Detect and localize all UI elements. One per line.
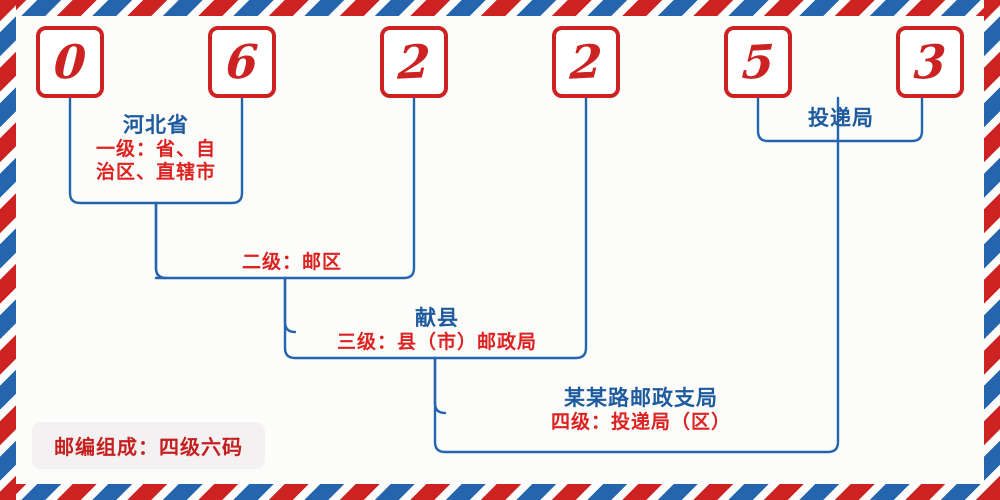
level-1-desc-line-1: 一级：省、自 — [95, 137, 216, 160]
airmail-border-top — [0, 0, 1000, 16]
level-1-info: 河北省 一级：省、自 治区、直辖市 — [70, 112, 242, 184]
level-3-desc-line-1: 三级：县（市）邮政局 — [336, 330, 537, 353]
postal-digit-box-1[interactable]: 0 — [36, 26, 104, 98]
postal-digit-box-3[interactable]: 2 — [380, 26, 448, 98]
postal-digit-5: 5 — [740, 34, 775, 90]
postal-digit-3: 2 — [396, 34, 431, 90]
postal-digit-box-6[interactable]: 3 — [896, 26, 964, 98]
airmail-border-right — [984, 0, 1000, 500]
postal-digit-box-2[interactable]: 6 — [208, 26, 276, 98]
postal-digit-box-4[interactable]: 2 — [552, 26, 620, 98]
level-2-info: 二级：邮区 — [172, 251, 412, 274]
level-2-desc-line-1: 二级：邮区 — [241, 251, 342, 273]
postal-digit-6: 3 — [912, 34, 947, 90]
level-4-info: 某某路邮政支局 四级：投递局（区） — [448, 385, 834, 434]
level-5-info: 投递局 — [760, 105, 922, 131]
level-1-desc-line-2: 治区、直辖市 — [95, 160, 216, 183]
level-4-desc-line-1: 四级：投递局（区） — [550, 410, 731, 433]
airmail-border-left — [0, 0, 16, 500]
postal-digit-1: 0 — [52, 34, 87, 90]
level-1-title: 河北省 — [123, 112, 189, 137]
airmail-border-bottom — [0, 484, 1000, 500]
postal-digit-4: 2 — [568, 34, 603, 90]
postal-digit-box-5[interactable]: 5 — [724, 26, 792, 98]
level-3-info: 献县 三级：县（市）邮政局 — [292, 305, 582, 354]
level-3-title: 献县 — [415, 305, 459, 330]
postal-code-composition-caption: 邮编组成：四级六码 — [32, 422, 265, 469]
level-5-title: 投递局 — [808, 105, 874, 130]
postal-digit-2: 6 — [224, 34, 259, 90]
level-4-title: 某某路邮政支局 — [564, 385, 718, 410]
